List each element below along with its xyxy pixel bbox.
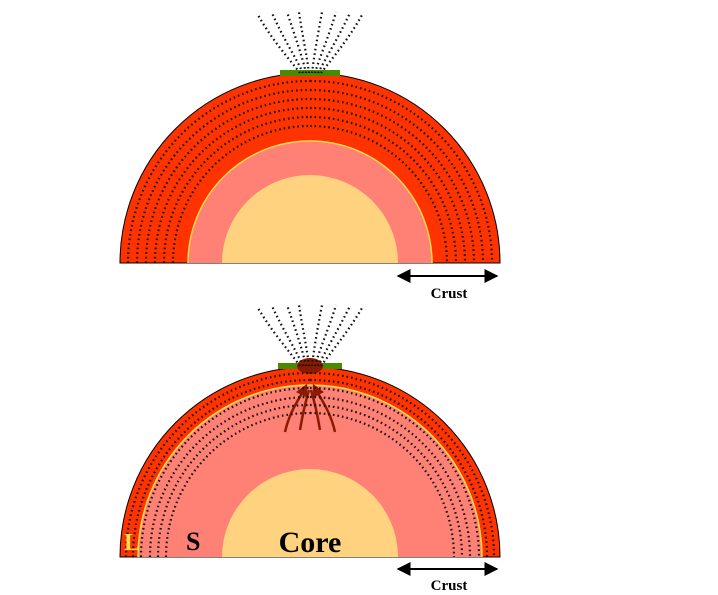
field-lines [124, 304, 496, 558]
bottom-panel: L S Core Crust [119, 304, 501, 594]
core-layer [222, 469, 398, 557]
mantle-boundary [137, 384, 483, 558]
mantle-boundary [187, 140, 433, 264]
core-layer [222, 175, 398, 263]
l-label: L [124, 530, 140, 556]
s-label: S [186, 527, 200, 556]
top-panel: Crust [119, 11, 501, 302]
field-lines [126, 11, 494, 264]
green-layer [280, 70, 340, 76]
crust-label: Crust [431, 578, 468, 594]
core-label: Core [279, 526, 342, 559]
plume-head [297, 358, 323, 374]
crust-label: Crust [431, 286, 468, 302]
